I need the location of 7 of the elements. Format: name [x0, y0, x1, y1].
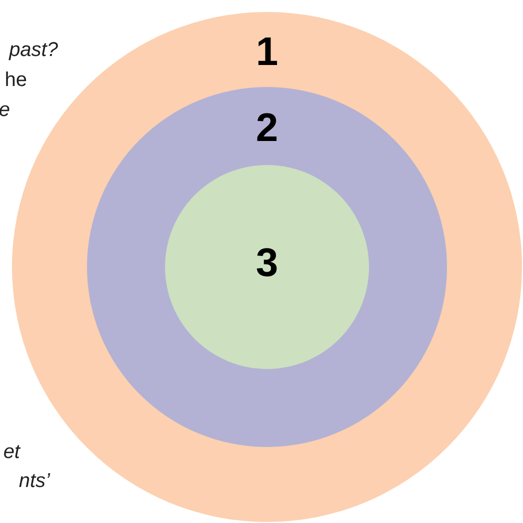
text-fragment: et	[3, 442, 20, 462]
text-fragment: nts’	[18, 471, 50, 491]
circle-number: 1	[256, 32, 278, 72]
circle-number: 3	[256, 243, 278, 283]
text-fragment: he	[4, 70, 27, 90]
circle-number: 2	[256, 108, 278, 148]
text-fragment: past?	[9, 40, 58, 60]
